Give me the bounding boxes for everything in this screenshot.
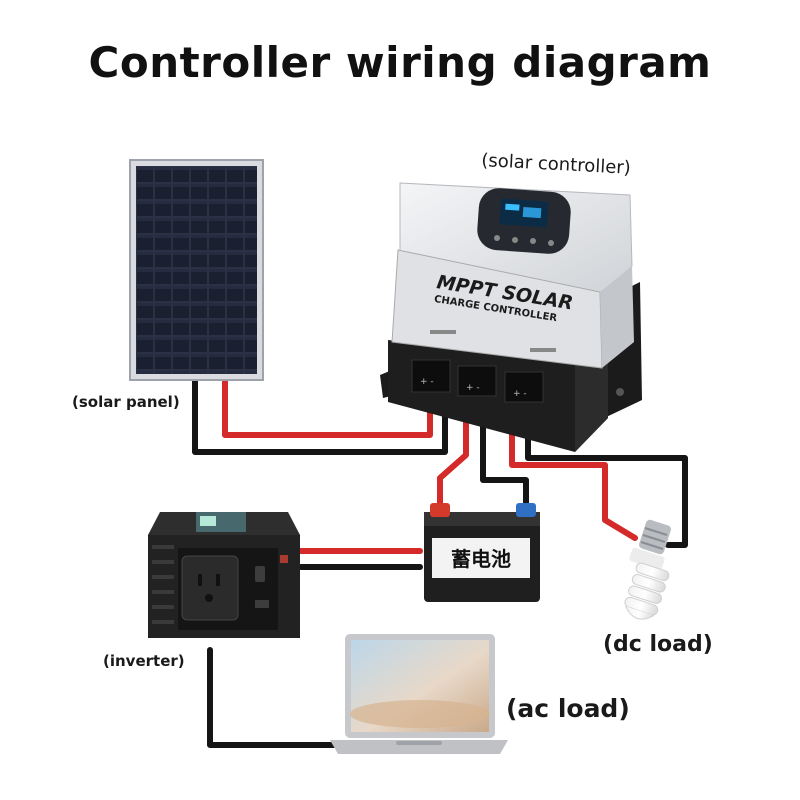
laptop-ac-load — [330, 634, 508, 754]
ac-load-label: (ac load) — [506, 694, 630, 723]
svg-text:+ -: + - — [466, 383, 480, 393]
panel-positive-wire — [222, 375, 433, 438]
solar-panel — [129, 159, 264, 381]
ac-load-wire — [207, 647, 348, 748]
wires — [192, 375, 688, 748]
inverter-label: (inverter) — [103, 652, 185, 670]
diagram-title: Controller wiring diagram — [88, 38, 712, 87]
svg-text:+ -: + - — [513, 389, 527, 399]
battery-negative-wire — [480, 389, 529, 511]
solar-controller: + - + - + - MPPT SOLAR CHARGE CONTROLLER — [380, 182, 642, 452]
battery-positive-wire — [437, 389, 469, 511]
solar-panel-label: (solar panel) — [72, 393, 180, 411]
battery: 蓄电池 — [424, 503, 540, 602]
inverter — [148, 512, 300, 638]
battery-negative-terminal — [516, 503, 536, 517]
svg-text:+ -: + - — [420, 377, 434, 387]
dc-load-bulb — [624, 519, 671, 620]
battery-positive-terminal — [430, 503, 450, 517]
panel-negative-wire — [192, 375, 448, 455]
dc-load-label: (dc load) — [603, 632, 713, 657]
battery-label: 蓄电池 — [451, 547, 511, 571]
load-positive-wire — [509, 395, 638, 541]
